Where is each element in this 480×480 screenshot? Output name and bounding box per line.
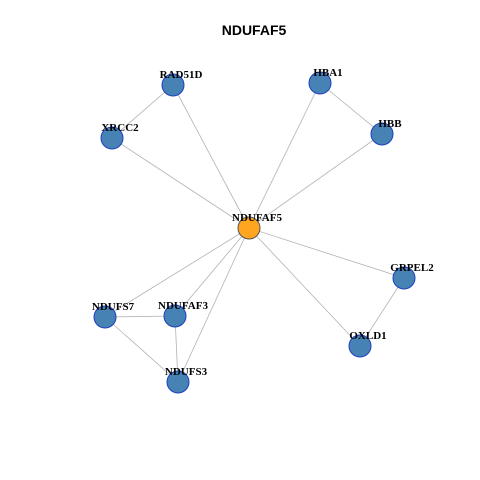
- node-circle-ndufaf5[interactable]: [237, 216, 261, 240]
- edge-hba1-hbb: [319, 82, 383, 135]
- node-label-ndufs3: NDUFS3: [165, 366, 208, 378]
- node-circle-hbb[interactable]: [370, 122, 394, 146]
- node-ndufs3[interactable]: NDUFS3: [165, 366, 208, 394]
- node-circle-grpel2[interactable]: [392, 266, 416, 290]
- edge-ndufaf5-ndufs7: [104, 227, 250, 318]
- edges-layer: [104, 82, 405, 383]
- edge-ndufaf5-ndufaf3: [174, 227, 250, 317]
- node-label-rad51d: RAD51D: [160, 69, 203, 81]
- node-circle-ndufaf3[interactable]: [163, 304, 187, 328]
- node-circle-oxld1[interactable]: [348, 334, 372, 358]
- node-label-xrcc2: XRCC2: [101, 122, 139, 134]
- edge-ndufs7-ndufs3: [104, 316, 179, 383]
- edge-ndufaf5-hbb: [248, 133, 383, 229]
- edge-ndufs7-ndufaf3: [104, 315, 176, 318]
- edge-ndufaf5-xrcc2: [111, 137, 250, 229]
- node-label-ndufs7: NDUFS7: [92, 301, 135, 313]
- node-label-ndufaf3: NDUFAF3: [158, 300, 208, 312]
- node-label-grpel2: GRPEL2: [390, 262, 434, 274]
- node-grpel2[interactable]: GRPEL2: [390, 262, 434, 290]
- node-label-hbb: HBB: [378, 118, 402, 130]
- node-circle-xrcc2[interactable]: [100, 126, 124, 150]
- node-ndufaf5[interactable]: NDUFAF5: [232, 212, 282, 240]
- node-label-hba1: HBA1: [313, 67, 342, 79]
- node-ndufaf3[interactable]: NDUFAF3: [158, 300, 208, 328]
- diagram-title: NDUFAF5: [222, 22, 287, 38]
- edge-ndufaf5-rad51d: [172, 84, 250, 229]
- edge-grpel2-oxld1: [359, 277, 405, 347]
- edge-ndufaf5-oxld1: [248, 227, 361, 347]
- node-label-ndufaf5: NDUFAF5: [232, 212, 282, 224]
- node-circle-hba1[interactable]: [308, 71, 332, 95]
- node-oxld1[interactable]: OXLD1: [348, 330, 387, 358]
- node-circle-rad51d[interactable]: [161, 73, 185, 97]
- node-hbb[interactable]: HBB: [370, 118, 402, 146]
- node-circle-ndufs7[interactable]: [93, 305, 117, 329]
- edge-ndufaf5-ndufs3: [177, 227, 250, 383]
- edge-ndufaf5-hba1: [248, 82, 321, 229]
- node-circle-ndufs3[interactable]: [166, 370, 190, 394]
- node-xrcc2[interactable]: XRCC2: [100, 122, 139, 150]
- node-ndufs7[interactable]: NDUFS7: [92, 301, 135, 329]
- edge-rad51d-xrcc2: [111, 84, 174, 139]
- node-label-oxld1: OXLD1: [349, 330, 386, 342]
- node-hba1[interactable]: HBA1: [308, 67, 343, 95]
- node-rad51d[interactable]: RAD51D: [160, 69, 203, 97]
- edge-ndufaf5-grpel2: [248, 227, 405, 279]
